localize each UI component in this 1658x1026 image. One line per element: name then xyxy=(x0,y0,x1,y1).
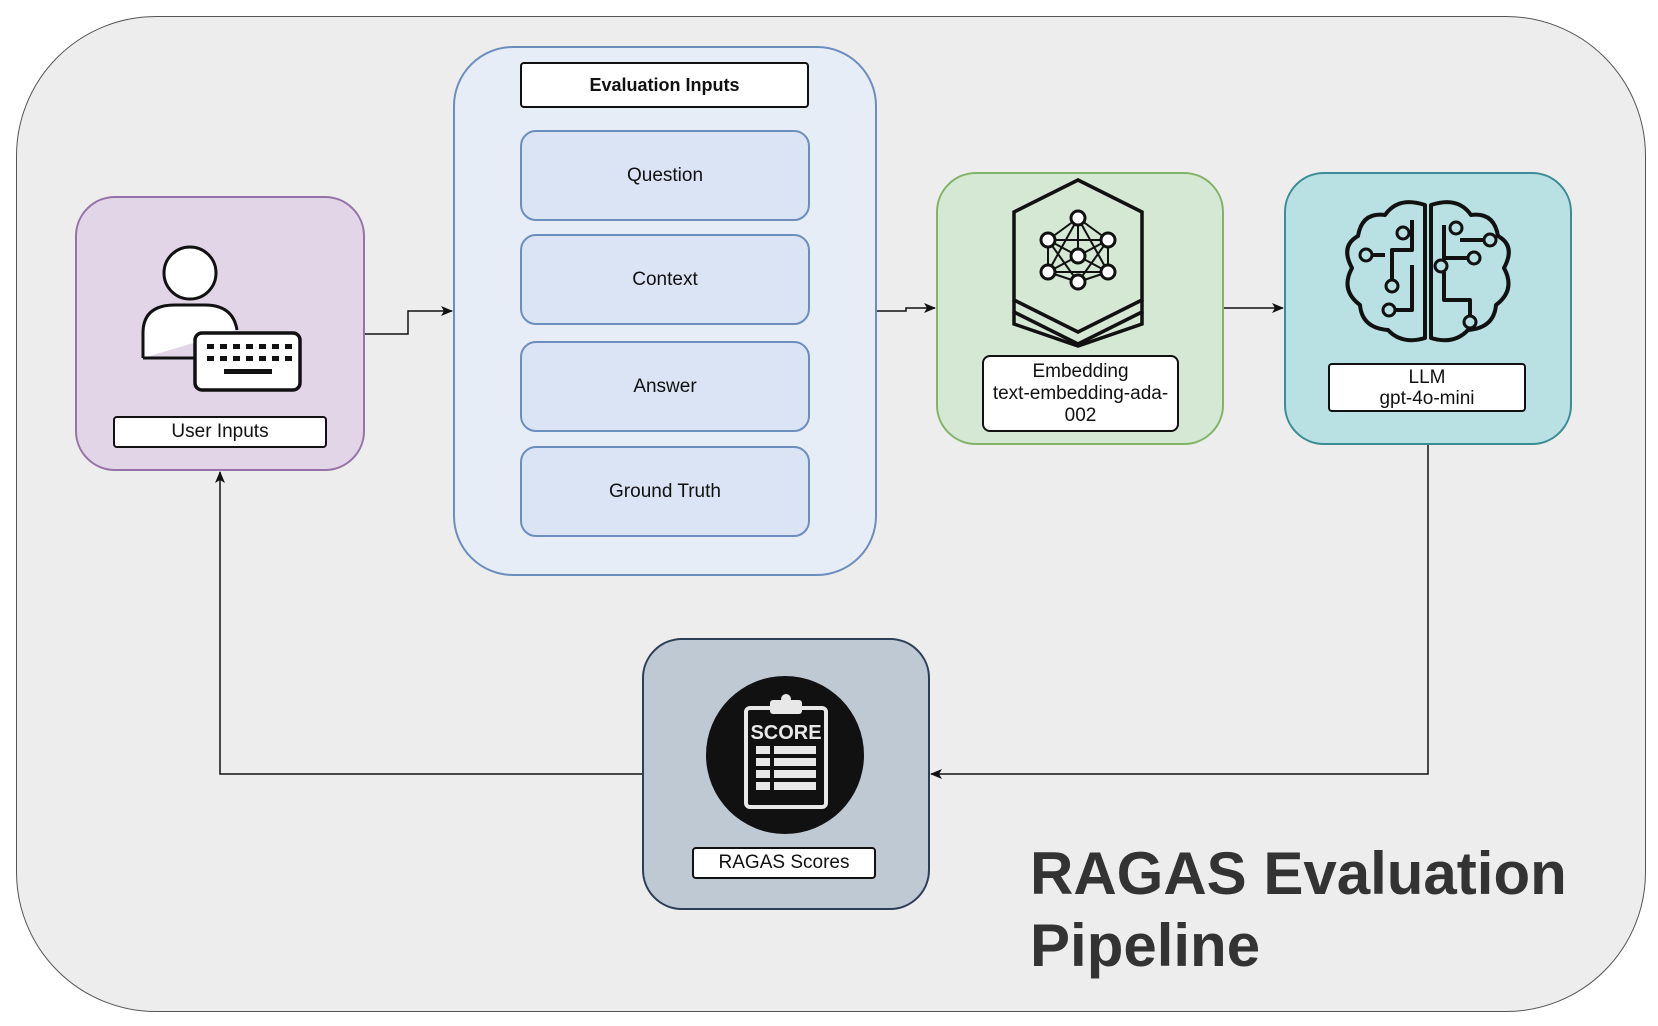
diagram-title: RAGAS Evaluation Pipeline xyxy=(1030,840,1567,979)
arrow-eval-to-embedding xyxy=(877,303,936,313)
llm-label-line2: gpt-4o-mini xyxy=(1379,387,1475,409)
eval-item-answer: Answer xyxy=(520,341,810,432)
embedding-label-line2: text-embedding-ada- xyxy=(992,382,1169,404)
eval-item-ground-truth: Ground Truth xyxy=(520,446,810,537)
evaluation-inputs-header: Evaluation Inputs xyxy=(520,62,809,108)
arrow-scores-to-user xyxy=(215,471,642,775)
arrow-llm-to-scores xyxy=(930,445,1429,779)
llm-label: LLM gpt-4o-mini xyxy=(1328,363,1526,412)
ragas-scores-label: RAGAS Scores xyxy=(692,847,876,879)
eval-item-context: Context xyxy=(520,234,810,325)
arrow-user-to-eval xyxy=(365,306,453,335)
llm-label-line1: LLM xyxy=(1408,366,1446,388)
embedding-label-line3: 002 xyxy=(1064,404,1097,426)
eval-item-question: Question xyxy=(520,130,810,221)
user-inputs-label: User Inputs xyxy=(113,416,327,448)
embedding-label-line1: Embedding xyxy=(1032,360,1129,382)
embedding-label: Embedding text-embedding-ada- 002 xyxy=(982,355,1179,432)
score-icon-text: SCORE xyxy=(750,722,821,744)
